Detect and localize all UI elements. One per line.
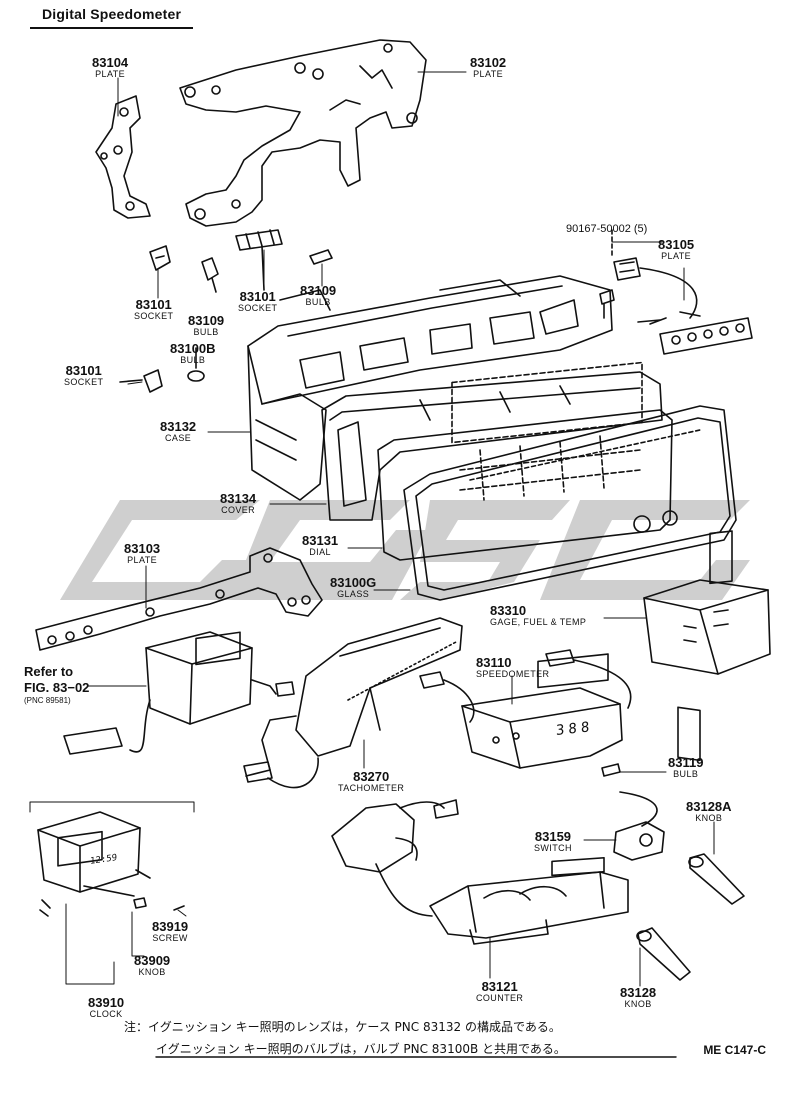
case-83132-drawing <box>247 275 613 501</box>
sockets-bulbs-drawing <box>119 229 333 393</box>
speedo-display: 388 <box>556 719 594 739</box>
label-90167: 90167-50002 (5) <box>566 223 648 235</box>
leader-lines <box>29 71 715 987</box>
diagram-code: ME C147-C <box>703 1043 766 1057</box>
dial-83131-drawing <box>377 361 673 561</box>
note-line2: イグニッション キー照明のバルブは，バルブ PNC 83100B と共用である。 <box>156 1042 566 1056</box>
note-line1: 注：イグニッション キー照明のレンズは，ケース PNC 83132 の構成品であ… <box>124 1020 561 1034</box>
plate-83103-drawing <box>35 547 323 651</box>
reference-note: Refer to FIG. 83−02 (PNC 89581) <box>24 664 89 706</box>
counter-83121-drawing <box>331 799 629 945</box>
clock-reference-drawing <box>63 631 277 755</box>
title-underline <box>30 27 193 29</box>
reference-line1: Refer to <box>24 664 74 679</box>
tachometer-83270-drawing <box>243 617 463 789</box>
clock-83910-drawing <box>37 811 185 917</box>
reference-line2: FIG. 83−02 <box>24 680 90 695</box>
plate-83104-drawing <box>95 95 151 219</box>
plate-83102-drawing <box>179 39 427 227</box>
reference-line3: (PNC 89581) <box>24 696 71 705</box>
glass-83100g-drawing <box>403 405 737 601</box>
speedometer-83110-drawing <box>419 649 632 769</box>
plate-83105-drawing <box>599 229 753 355</box>
cover-83134-drawing <box>321 371 663 521</box>
switch-bulb-knob-drawing <box>601 763 745 981</box>
gage-83310-drawing <box>643 530 771 762</box>
page-title: Digital Speedometer <box>42 6 182 22</box>
